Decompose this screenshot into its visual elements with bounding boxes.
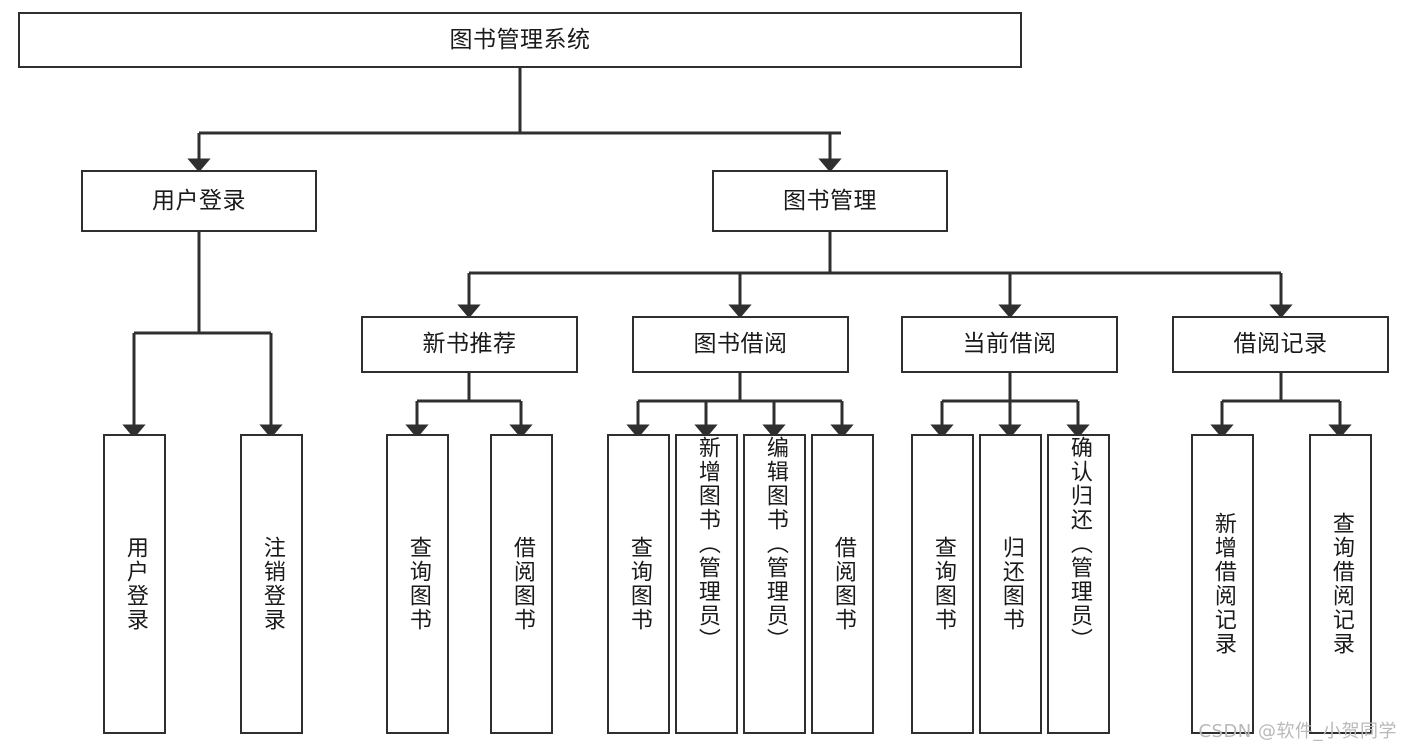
node-borrow-record-label: 借阅记录 [1233, 331, 1328, 357]
node-book-management-label: 图书管理 [783, 187, 877, 214]
node-user-login-label: 用户登录 [152, 187, 246, 214]
leaf-current-borrow-confirm[interactable]: 确认归还（管理员） [1047, 434, 1110, 734]
node-root-system[interactable]: 图书管理系统 [18, 12, 1022, 68]
leaf-current-borrow-return[interactable]: 归还图书 [979, 434, 1042, 734]
leaf-new-book-borrow-label: 借阅图书 [509, 536, 535, 632]
leaf-book-borrow-borrow-label: 借阅图书 [830, 536, 856, 632]
node-book-management[interactable]: 图书管理 [712, 170, 948, 232]
leaf-current-borrow-return-label: 归还图书 [998, 536, 1024, 632]
leaf-current-borrow-confirm-label: 确认归还（管理员） [1066, 436, 1092, 652]
leaf-book-borrow-edit[interactable]: 编辑图书（管理员） [743, 434, 806, 734]
node-borrow-record[interactable]: 借阅记录 [1172, 316, 1389, 373]
node-new-book-recommend[interactable]: 新书推荐 [361, 316, 578, 373]
leaf-book-borrow-add[interactable]: 新增图书（管理员） [675, 434, 738, 734]
leaf-new-book-query-label: 查询图书 [405, 536, 431, 632]
node-book-borrow[interactable]: 图书借阅 [632, 316, 849, 373]
leaf-borrow-record-query-label: 查询借阅记录 [1328, 512, 1354, 656]
leaf-new-book-borrow[interactable]: 借阅图书 [490, 434, 553, 734]
leaf-current-borrow-query-label: 查询图书 [930, 536, 956, 632]
leaf-book-borrow-borrow[interactable]: 借阅图书 [811, 434, 874, 734]
node-book-borrow-label: 图书借阅 [693, 331, 788, 357]
node-new-book-recommend-label: 新书推荐 [422, 331, 517, 357]
leaf-new-book-query[interactable]: 查询图书 [386, 434, 449, 734]
leaf-user-login-logout[interactable]: 注销登录 [240, 434, 303, 734]
node-root-system-label: 图书管理系统 [449, 26, 591, 53]
leaf-book-borrow-add-label: 新增图书（管理员） [694, 436, 720, 652]
leaf-book-borrow-query[interactable]: 查询图书 [607, 434, 670, 734]
leaf-user-login-login-label: 用户登录 [122, 536, 148, 632]
leaf-user-login-login[interactable]: 用户登录 [103, 434, 166, 734]
leaf-book-borrow-edit-label: 编辑图书（管理员） [762, 436, 788, 652]
node-current-borrow-label: 当前借阅 [962, 331, 1057, 357]
node-user-login[interactable]: 用户登录 [81, 170, 317, 232]
node-current-borrow[interactable]: 当前借阅 [901, 316, 1118, 373]
csdn-watermark: CSDN @软件_小贺同学 [1198, 721, 1397, 742]
leaf-current-borrow-query[interactable]: 查询图书 [911, 434, 974, 734]
leaf-borrow-record-add-label: 新增借阅记录 [1210, 512, 1236, 656]
leaf-book-borrow-query-label: 查询图书 [626, 536, 652, 632]
leaf-user-login-logout-label: 注销登录 [259, 536, 285, 632]
leaf-borrow-record-query[interactable]: 查询借阅记录 [1309, 434, 1372, 734]
leaf-borrow-record-add[interactable]: 新增借阅记录 [1191, 434, 1254, 734]
